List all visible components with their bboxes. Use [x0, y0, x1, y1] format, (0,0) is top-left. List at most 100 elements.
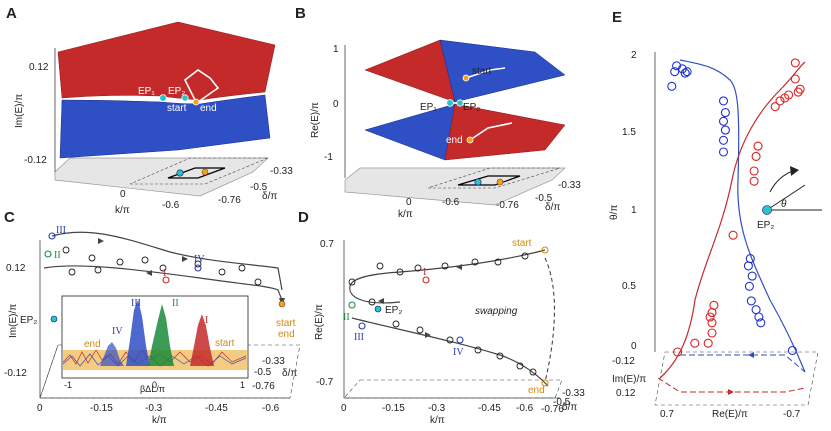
panel-c-start-dot — [278, 300, 286, 308]
panel-d-dtick-2: -0.5 — [553, 397, 571, 408]
panel-d-floor — [343, 379, 563, 399]
panel-c-point-ii — [44, 250, 52, 258]
panel-c-xtick-4: -0.45 — [205, 403, 228, 414]
panel-c-point-iv — [194, 264, 202, 272]
panel-b-start-dot — [462, 74, 470, 82]
panel-c-ep2-dot — [50, 315, 58, 323]
panel-c-xtick-3: -0.3 — [145, 403, 163, 414]
panel-e-ztick-1: -0.12 — [612, 356, 635, 367]
panel-b-floor-start — [496, 178, 504, 186]
panel-d-dtick-3: -0.76 — [541, 404, 564, 415]
inset-xlabel: βΔL/π — [140, 384, 165, 394]
panel-e-point-s0-7 — [720, 108, 730, 118]
panel-a-ep2-dot — [181, 94, 189, 102]
panel-c-inset: III II I IV end start -1 0 1 βΔL/π — [61, 295, 249, 394]
panel-d-points — [348, 252, 537, 376]
panel-b-ytick-3: -1 — [324, 152, 333, 163]
panel-e-point-s1-8 — [753, 141, 763, 151]
panel-e-point-s1-5 — [780, 93, 790, 103]
panel-d-roman-i: I — [423, 267, 426, 278]
inset-end: end — [84, 339, 101, 350]
panel-b-lower-blue — [364, 103, 456, 161]
panel-d-label: D — [298, 209, 309, 226]
panel-b-ytick-2: 0 — [333, 99, 339, 110]
panel-a-xtick-1: 0 — [120, 189, 126, 200]
panel-c-dtick-1: -0.33 — [262, 356, 285, 367]
panel-c-traj-lower — [43, 265, 283, 301]
panel-e-point-s0-0 — [667, 81, 677, 91]
panel-a-dtick-3: -0.76 — [218, 195, 241, 206]
panel-e-point-s0-4 — [680, 68, 690, 78]
panel-e-point-s0-11 — [718, 147, 729, 157]
panel-c-roman-i: I — [163, 268, 166, 279]
panel-b-ylabel: Re(E)/π — [310, 102, 321, 138]
panel-b-traj-lower — [469, 122, 513, 141]
panel-d-swap-arc — [544, 257, 555, 383]
panel-e-label: E — [612, 9, 622, 26]
panel-a-red-sheet — [57, 21, 276, 101]
panel-e-point-s1-18 — [703, 338, 713, 348]
panel-b-xtick-1: 0 — [406, 197, 412, 208]
panel-d-xlabel: k/π — [430, 415, 445, 426]
panel-b-floor — [344, 167, 566, 206]
panel-e-ylabel: θ/π — [609, 205, 620, 220]
inset-start: start — [215, 338, 235, 349]
panel-e-ytick-1: 2 — [631, 50, 637, 61]
panel-c-point-i — [162, 276, 170, 284]
panel-d-ep2-dot — [374, 305, 382, 313]
panel-c-roman-iv: IV — [194, 254, 205, 265]
panel-b-dtick-1: -0.33 — [558, 180, 581, 191]
panel-e-ztick-2: 0.12 — [616, 388, 636, 399]
panel-c-xtick-2: -0.15 — [90, 403, 113, 414]
panel-e-point-s1-0 — [790, 58, 800, 68]
panel-a-xtick-2: -0.6 — [162, 200, 180, 211]
panel-a-dtick-2: -0.5 — [250, 182, 268, 193]
panel-b-dlabel: δ/π — [545, 202, 560, 213]
panel-e-point-s0-2 — [672, 61, 682, 71]
panel-e-floor-red-arrow — [728, 389, 734, 395]
panel-d-point-ii — [348, 301, 356, 309]
panel-e-point-s0-13 — [743, 261, 753, 271]
panel-d-xtick-2: -0.15 — [382, 403, 405, 414]
inset-xtick-1: -1 — [64, 380, 72, 390]
panel-a-dtick-1: -0.33 — [270, 166, 293, 177]
panel-b-ep1-dot — [446, 99, 454, 107]
inset-label-iii: III — [131, 298, 141, 309]
panel-c-xtick-5: -0.6 — [262, 403, 280, 414]
panel-e-point-s1-14 — [707, 308, 717, 318]
panel-e-red-curve — [659, 61, 806, 379]
panel-e-point-s0-15 — [744, 281, 754, 291]
inset-label-ii: II — [172, 298, 179, 309]
panel-c-start: start — [276, 318, 296, 329]
panel-c-dtick-2: -0.5 — [254, 367, 272, 378]
panel-e-point-s1-13 — [709, 300, 719, 310]
panel-b-end: end — [446, 135, 463, 146]
panel-d-xtick-4: -0.45 — [478, 403, 501, 414]
panel-e-point-s1-1 — [790, 74, 800, 84]
panel-e-floor-blue — [680, 354, 806, 373]
panel-d: D EP₂ I II III IV start end swapping — [298, 209, 585, 426]
panel-a-floor-ep — [176, 169, 184, 177]
panel-b-ep1: EP₁ — [420, 102, 437, 113]
panel-d-point-iii — [358, 322, 366, 330]
panel-d-dlabel: δ/π — [562, 402, 577, 413]
panel-b: B EP₁ EP₂ start end 1 0 -1 Re(E)/π 0 -0.… — [295, 5, 581, 220]
panel-e-point-s0-20 — [787, 345, 797, 356]
panel-e-point-s1-17 — [707, 328, 717, 338]
panel-b-xlabel: k/π — [398, 209, 413, 220]
panel-c-xtick-1: 0 — [37, 403, 43, 414]
panel-b-start: start — [472, 66, 492, 77]
panel-e-point-s1-16 — [707, 318, 717, 328]
panel-a-ep1-dot — [159, 94, 167, 102]
panel-e-point-s0-19 — [756, 318, 766, 328]
panel-c-traj-upper — [51, 231, 283, 291]
panel-b-dtick-2: -0.5 — [535, 193, 553, 204]
inset-label-i: I — [205, 315, 208, 326]
panel-c-ytick-1: 0.12 — [6, 263, 26, 274]
panel-e-ep2: EP₂ — [757, 220, 774, 231]
panel-d-xtick-3: -0.3 — [428, 403, 446, 414]
panel-e-xtick-2: -0.7 — [783, 409, 801, 420]
panel-e-point-s1-9 — [751, 151, 761, 161]
panel-e-point-s1-2 — [795, 84, 805, 94]
panel-b-end-dot — [466, 136, 474, 144]
